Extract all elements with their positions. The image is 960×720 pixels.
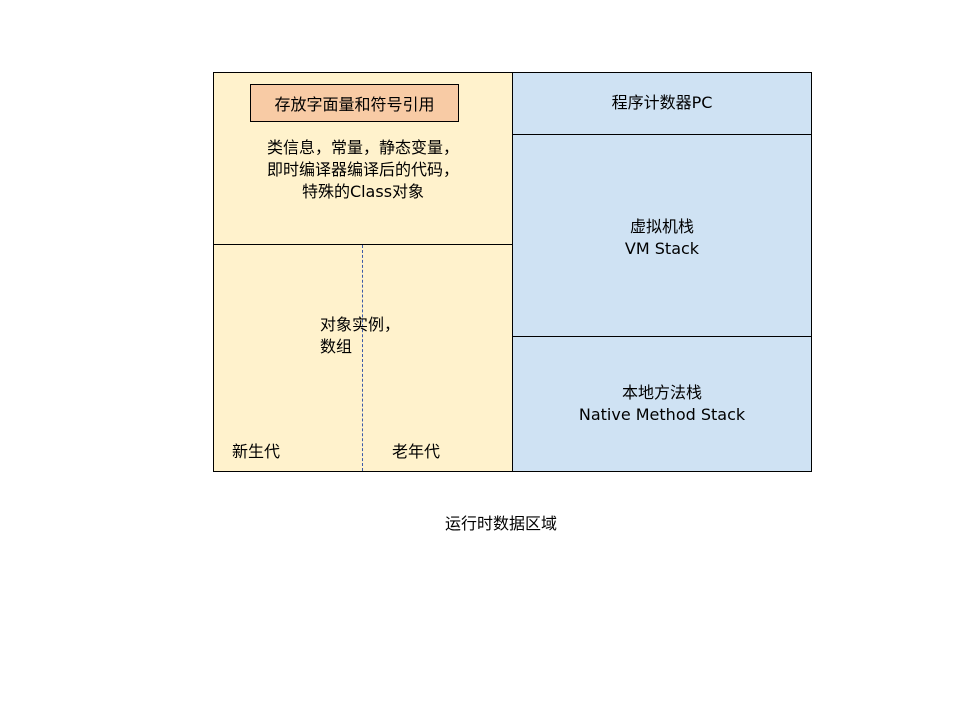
constant-pool-label: 存放字面量和符号引用	[274, 95, 435, 114]
constant-pool-box: 存放字面量和符号引用	[250, 84, 459, 122]
method-area-line: 特殊的Class对象	[301, 182, 425, 201]
native-stack-text: 本地方法栈 Native Method Stack	[512, 382, 812, 426]
young-generation-label: 新生代	[232, 442, 281, 461]
old-generation-label: 老年代	[392, 442, 441, 461]
pc-register-label: 程序计数器PC	[611, 93, 713, 112]
heap-text: 对象实例， 数组	[320, 314, 400, 358]
method-area-text: 类信息，常量，静态变量， 即时编译器编译后的代码， 特殊的Class对象	[213, 137, 513, 203]
generation-divider	[362, 245, 363, 471]
method-area-line: 类信息，常量，静态变量，	[266, 138, 459, 157]
vm-stack-line: VM Stack	[624, 239, 700, 258]
heap-line: 数组	[320, 337, 353, 356]
method-area-line: 即时编译器编译后的代码，	[266, 160, 459, 179]
vm-stack-text: 虚拟机栈 VM Stack	[512, 216, 812, 260]
diagram-caption: 运行时数据区域	[444, 514, 557, 533]
native-method-stack	[512, 336, 812, 472]
heap-area	[213, 244, 513, 472]
heap-line: 对象实例，	[320, 315, 401, 334]
pc-register	[512, 72, 812, 135]
vm-stack-line: 虚拟机栈	[629, 217, 694, 236]
native-stack-line: Native Method Stack	[578, 405, 746, 424]
native-stack-line: 本地方法栈	[621, 383, 702, 402]
